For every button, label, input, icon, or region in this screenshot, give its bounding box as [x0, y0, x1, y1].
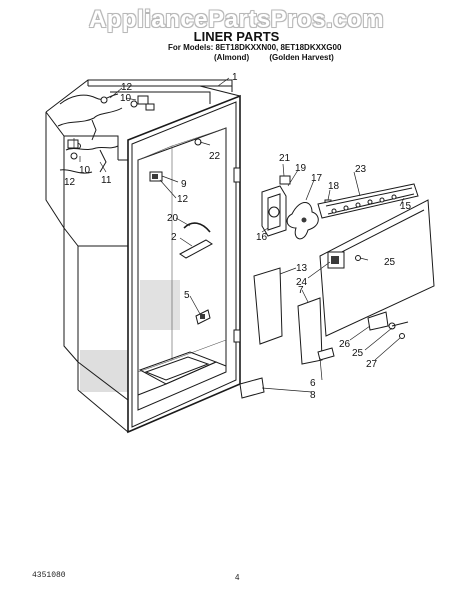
callout-21: 21: [279, 153, 291, 164]
callout-15: 15: [400, 201, 412, 212]
evaporator-assembly: [239, 175, 435, 399]
callout-26: 26: [339, 339, 351, 350]
callout-19: 19: [295, 163, 307, 174]
callout-10-top: 10: [120, 93, 132, 104]
variant-golden-harvest: (Golden Harvest): [269, 53, 334, 62]
callout-10-left: 10: [79, 165, 91, 176]
callout-6: 6: [310, 378, 316, 389]
callout-8: 8: [310, 390, 316, 401]
callout-27: 27: [366, 359, 378, 370]
callout-20: 20: [167, 213, 179, 224]
liner-cabinet: [45, 79, 241, 434]
watermark: AppliancePartsPros.com: [88, 6, 385, 33]
callout-25-lower: 25: [352, 348, 364, 359]
callout-5: 5: [184, 290, 190, 301]
callout-13: 13: [296, 263, 308, 274]
callout-24: 24: [296, 277, 308, 288]
callout-18: 18: [328, 181, 340, 192]
callout-16: 16: [256, 232, 268, 243]
callout-11: 11: [101, 175, 112, 186]
color-variants: (Almond) (Golden Harvest): [214, 53, 352, 62]
callout-7: 7: [298, 285, 304, 296]
page-number: 4: [235, 573, 240, 582]
callout-9: 9: [181, 179, 187, 190]
leader-lines: [73, 77, 405, 393]
model-numbers: For Models: 8ET18DKXXN00, 8ET18DKXXG00: [168, 43, 342, 52]
callout-12-mid: 12: [177, 194, 189, 205]
callout-2: 2: [171, 232, 177, 243]
variant-almond: (Almond): [214, 53, 250, 62]
callout-25-upper: 25: [384, 257, 396, 268]
callout-17: 17: [311, 173, 323, 184]
callout-1: 1: [232, 72, 238, 83]
callout-12-top: 12: [121, 82, 133, 93]
callout-23: 23: [355, 164, 367, 175]
callout-22: 22: [209, 151, 221, 162]
diagram-title: LINER PARTS: [193, 29, 280, 44]
document-number: 4351080: [32, 571, 66, 580]
callout-12-left: 12: [64, 177, 76, 188]
callout-labels: 1 12 10 12 10 11 22 9 12 20 2 5 21 19 17…: [64, 72, 412, 401]
